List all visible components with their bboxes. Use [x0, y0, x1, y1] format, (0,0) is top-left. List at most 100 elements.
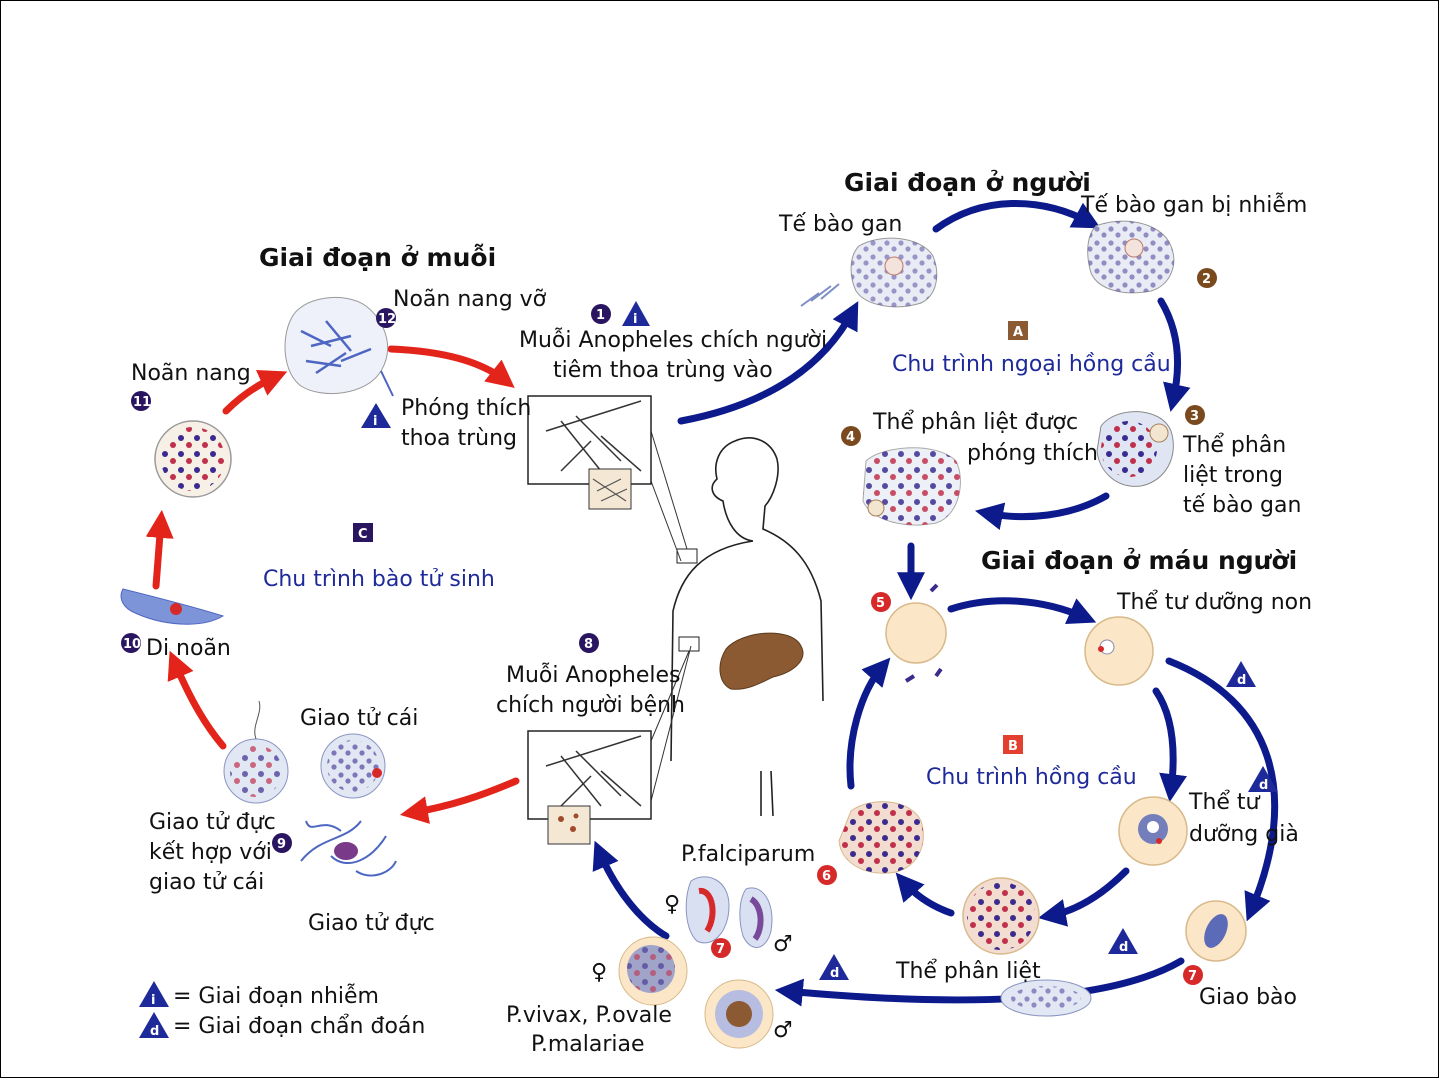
label-infected-liver-cell: Tế bào gan bị nhiễm — [1080, 192, 1307, 218]
number-6: 6 — [822, 869, 831, 884]
label-sporozoite-1: Phóng thích — [401, 396, 531, 421]
male-gamete-graphic — [300, 820, 397, 877]
arrow-ookinete-to-oocyst — [145, 509, 174, 590]
heading-human-stage: Giai đoạn ở người — [844, 168, 1091, 197]
arrow-bite-to-liver — [677, 301, 859, 425]
vivax-gametocyte-graphic — [1000, 979, 1092, 1017]
label-blood-schizont: Thể phân liệt — [895, 959, 1041, 984]
legend-diagnostic-text: = Giai đoạn chẩn đoán — [173, 1014, 425, 1039]
label-oocyst: Noãn nang — [131, 361, 251, 386]
badge-b — [1003, 735, 1023, 754]
infective-mark-1: i — [633, 312, 637, 327]
arrow-schizont-to-released — [975, 492, 1110, 531]
arrow-young-to-mature — [1152, 687, 1187, 803]
label-schizont-liver-2: liệt trong — [1183, 463, 1283, 488]
legend-infective-text: = Giai đoạn nhiễm — [173, 983, 379, 1009]
gametocyte-graphic — [1185, 900, 1247, 962]
arrow-schizont-to-ruptured — [895, 872, 955, 917]
legend-diagnostic-icon — [139, 1012, 169, 1038]
badge-c — [353, 523, 373, 542]
arrow-mosquito-to-gametes — [399, 777, 520, 824]
number-9: 9 — [277, 837, 286, 852]
label-vivax-2: P.malariae — [531, 1032, 645, 1057]
skin-tag-lower — [678, 636, 700, 652]
label-vivax-1: P.vivax, P.ovale — [506, 1003, 672, 1028]
number-2: 2 — [1202, 272, 1211, 287]
blood-schizont-graphic — [962, 877, 1040, 955]
badge-a-text: A — [1013, 325, 1023, 340]
legend: i = Giai đoạn nhiễm d = Giai đoạn chẩn đ… — [139, 981, 425, 1039]
released-merozoites-graphic — [862, 447, 961, 526]
label-released-1: Thể phân liệt được — [872, 410, 1078, 435]
number-11: 11 — [133, 395, 151, 410]
label-fertilize-2: kết hợp với — [149, 840, 272, 865]
number-12: 12 — [378, 312, 396, 327]
cycle-a-label: Chu trình ngoại hồng cầu — [892, 352, 1171, 377]
vivax-male-gametocyte — [704, 979, 774, 1049]
arrow-rbc-to-young — [947, 597, 1097, 624]
legend-infective-mark: i — [151, 993, 155, 1008]
arrow-mature-to-schizont — [1037, 867, 1130, 927]
diagnostic-mark-2: d — [1259, 778, 1268, 793]
number-1: 1 — [596, 308, 605, 323]
label-young-trophozoite: Thể tư dưỡng non — [1116, 590, 1312, 615]
arrow-oocyst-rupture-to-mosquito — [387, 345, 515, 388]
human-figure — [670, 437, 824, 817]
cycle-c-label: Chu trình bào tử sinh — [263, 567, 495, 592]
oocyst-graphic — [154, 420, 232, 498]
label-released-2: phóng thích — [967, 441, 1098, 466]
label-falciparum: P.falciparum — [681, 842, 815, 867]
arrow-liver-to-infected — [932, 200, 1101, 233]
falciparum-gametocytes — [685, 876, 773, 948]
number-5: 5 — [876, 596, 885, 611]
mosquito-box-top — [527, 395, 652, 510]
infective-stage-marks: i i — [361, 301, 650, 429]
zygote-graphic — [223, 700, 289, 804]
arrow-oocyst-to-ruptured — [222, 370, 288, 415]
infective-mark-2: i — [373, 414, 377, 429]
label-oocyst-ruptured: Noãn nang vỡ — [393, 287, 547, 312]
label-sporozoite-2: thoa trùng — [401, 426, 517, 451]
arrow-gametes-to-mosquito — [592, 840, 670, 940]
number-markers: 1 2 3 4 5 6 7 7 8 9 10 11 12 — [121, 268, 1217, 985]
number-7: 7 — [716, 942, 725, 957]
liver-schizont-graphic — [1096, 411, 1174, 487]
label-fertilize-3: giao tử cái — [149, 870, 264, 895]
cycle-b-label: Chu trình hồng cầu — [926, 765, 1137, 790]
number-8: 8 — [584, 637, 593, 652]
arrow-young-to-gametocyte — [1165, 657, 1279, 922]
label-mosquito-bite-1: Muỗi Anopheles chích người — [519, 327, 827, 353]
label-mosquito-feed-1: Muỗi Anopheles — [506, 662, 681, 688]
legend-diagnostic-mark: d — [150, 1024, 159, 1039]
infected-liver-cell-graphic — [1087, 220, 1175, 294]
label-gametocyte: Giao bào — [1199, 985, 1297, 1010]
diagnostic-mark-4: d — [830, 966, 839, 981]
label-ookinete: Di noãn — [146, 636, 231, 661]
label-fertilize-1: Giao tử đực — [149, 810, 276, 835]
label-mosquito-feed-2: chích người bệnh — [496, 693, 685, 718]
badge-b-text: B — [1008, 739, 1018, 754]
number-7b: 7 — [1188, 969, 1197, 984]
mature-trophozoite-graphic — [1118, 796, 1188, 866]
female-gamete-graphic — [320, 733, 386, 799]
liver-shape — [719, 632, 804, 690]
skin-tag-upper — [676, 548, 698, 564]
label-mature-trophozoite-1: Thể tư — [1188, 790, 1261, 815]
number-3: 3 — [1190, 409, 1199, 424]
rbc-uninfected — [885, 602, 947, 664]
red-arrows — [145, 345, 520, 824]
badge-c-text: C — [358, 527, 368, 542]
number-4: 4 — [846, 430, 855, 445]
callout-lines — [650, 430, 692, 802]
ruptured-oocyst-graphic — [284, 296, 394, 397]
legend-infective-icon — [139, 981, 169, 1007]
label-schizont-liver-1: Thể phân — [1182, 433, 1286, 458]
male-symbol-vivax: ♂ — [773, 1018, 793, 1043]
mosquito-box-bottom — [527, 730, 652, 845]
badge-a — [1008, 321, 1028, 340]
diagnostic-stage-marks: d d d d — [819, 661, 1278, 981]
merozoite-bits — [904, 583, 943, 683]
liver-cell-graphic — [800, 237, 938, 308]
vivax-female-gametocyte — [618, 936, 688, 1006]
